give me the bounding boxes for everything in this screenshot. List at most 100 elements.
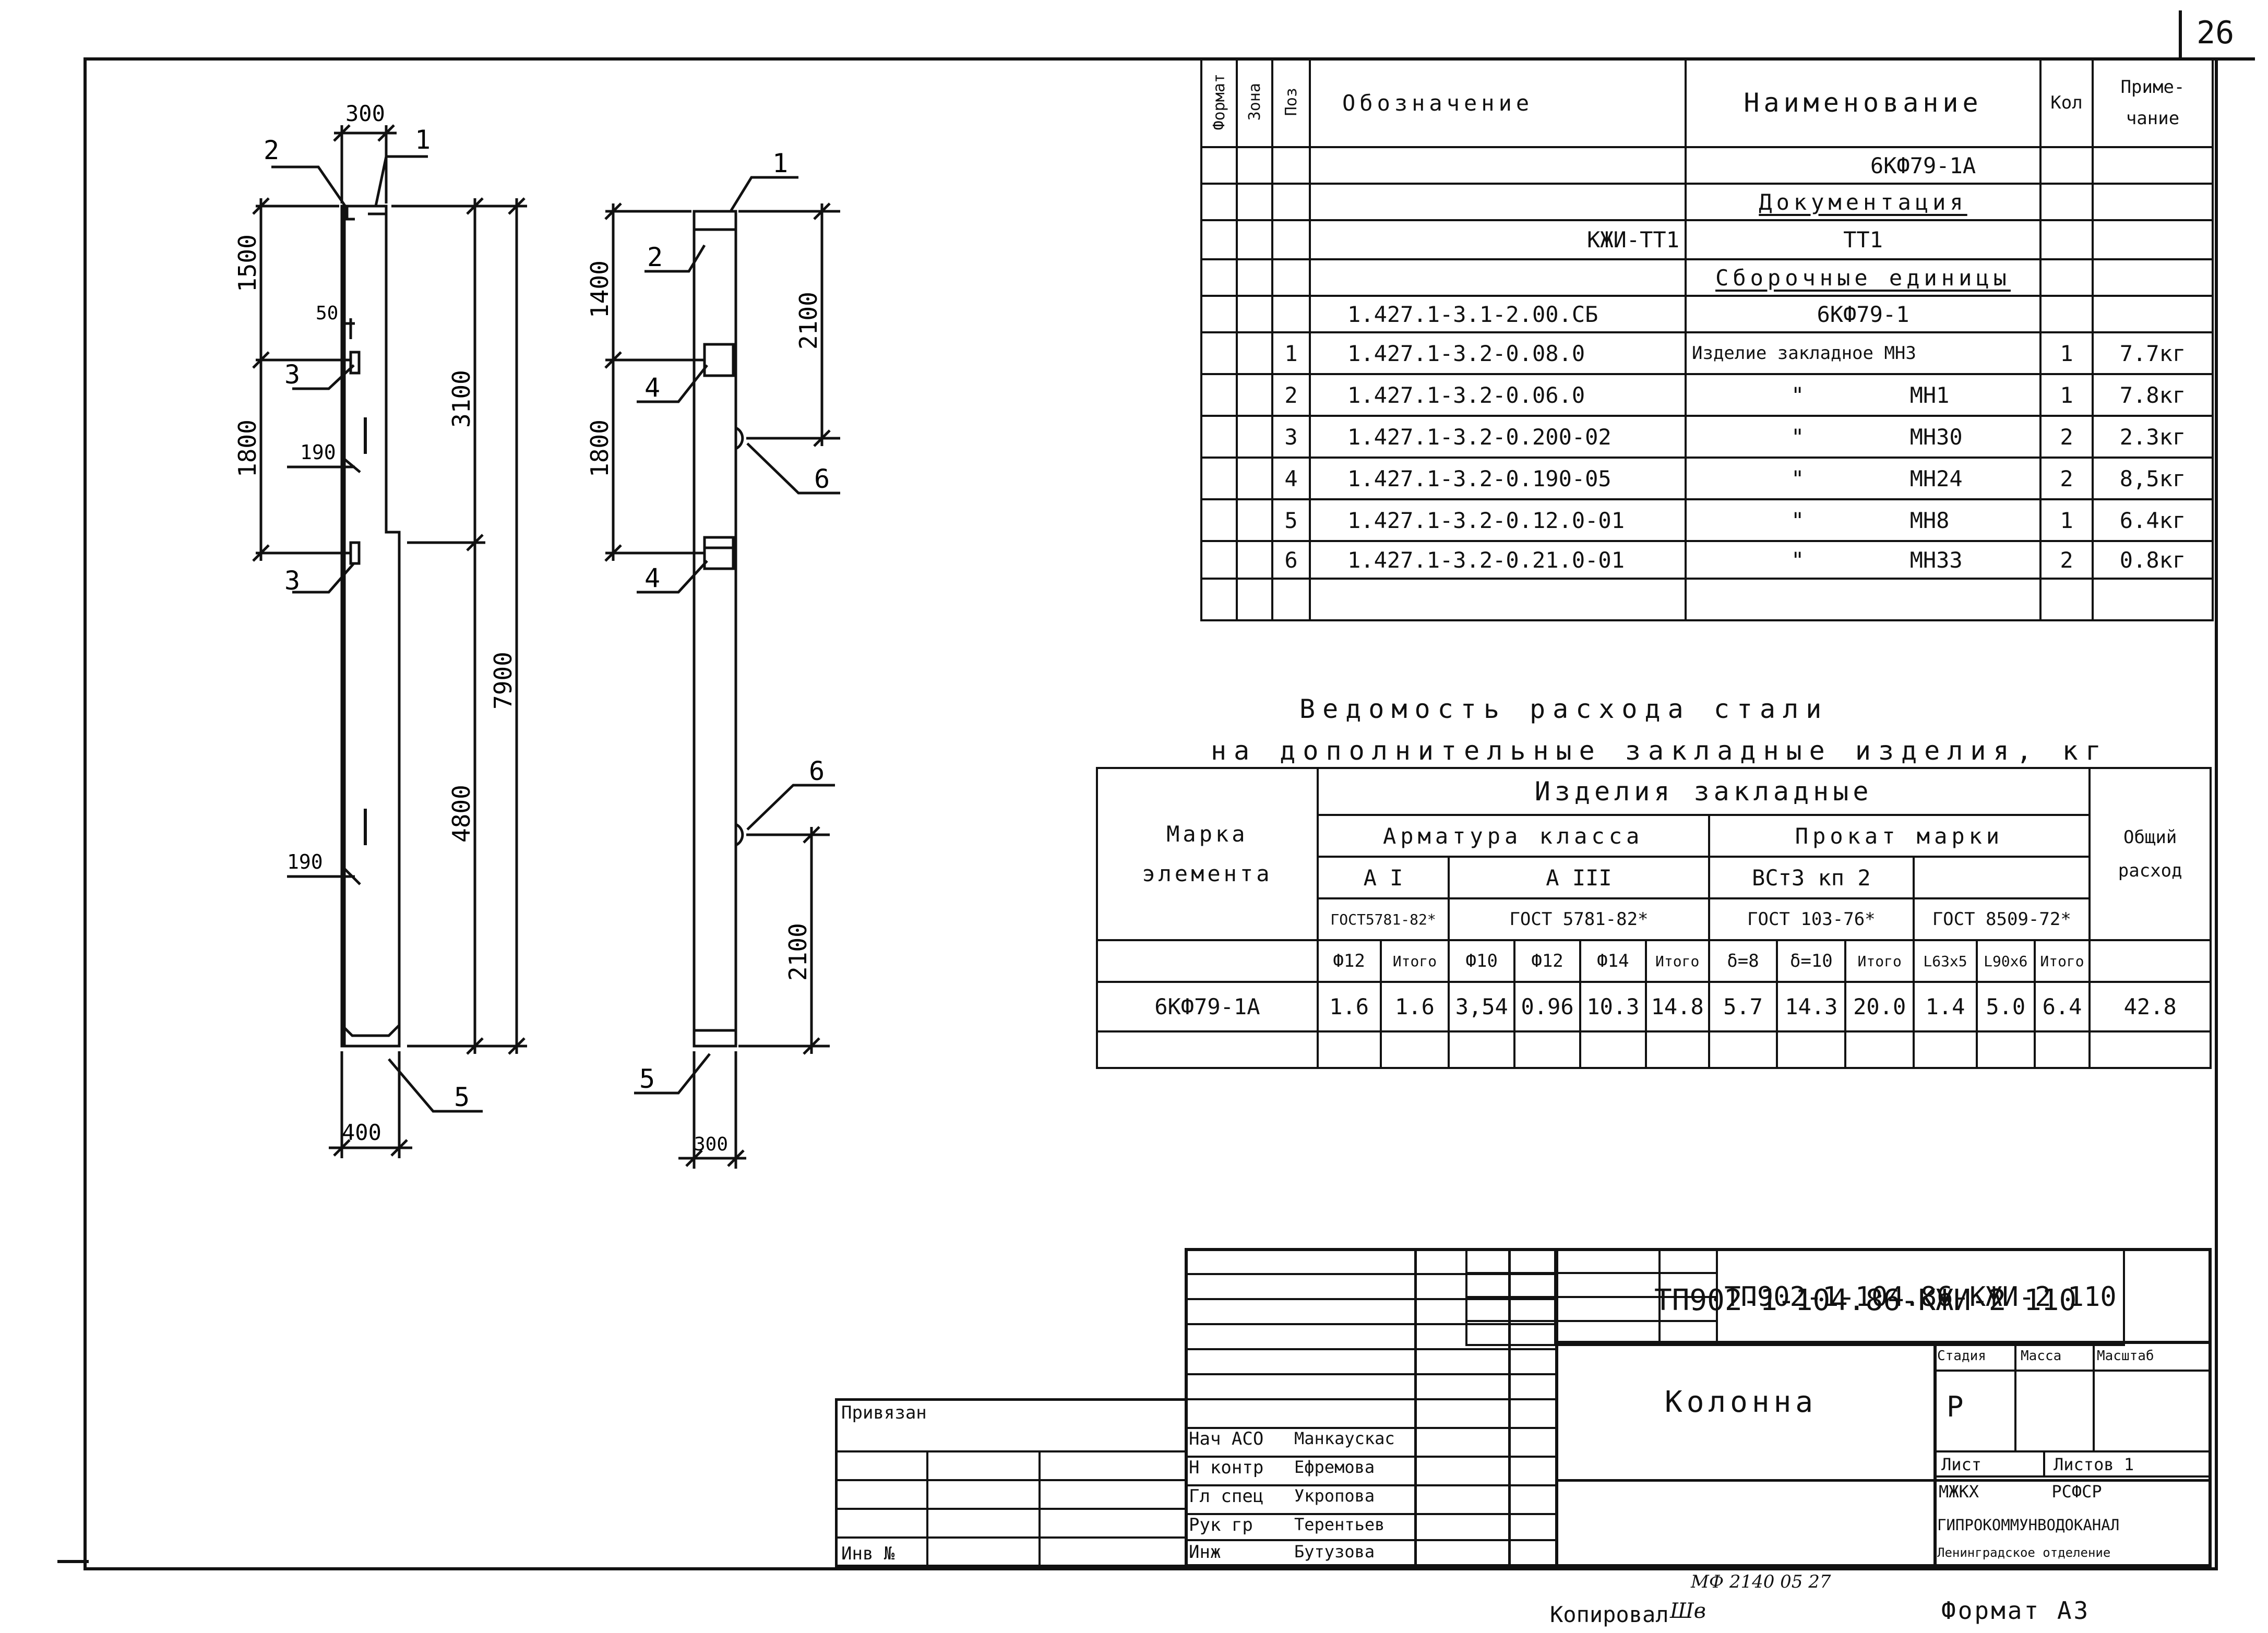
dim-1800-left: 1800 xyxy=(233,419,261,477)
spec-format-cell xyxy=(1200,331,1238,375)
spec-h-pos: Поз xyxy=(1282,87,1300,116)
spec-name-cell xyxy=(1685,578,2042,621)
dim-3100: 3100 xyxy=(447,370,475,428)
steel-col-header: L63х5 xyxy=(1913,939,1978,983)
steel-value-cell: 14.3 xyxy=(1776,981,1847,1032)
steel-col-header: δ=8 xyxy=(1708,939,1778,983)
spec-h-note: Приме- чание xyxy=(2092,57,2214,148)
right-label-6a: 6 xyxy=(814,464,830,494)
spec-h-zone: Зона xyxy=(1245,82,1264,121)
steel-h-vst: ВСт3 кп 2 xyxy=(1708,856,1915,899)
steel-col-header: Итого xyxy=(1844,939,1915,983)
spec-zone-cell xyxy=(1236,183,1273,221)
stamp-code: ТП902-1-104.86-КЖИ-2 110 xyxy=(1716,1248,2125,1346)
spec-format-cell xyxy=(1200,219,1238,260)
spec-format-cell xyxy=(1200,295,1238,333)
spec-pos-cell: 1 xyxy=(1271,331,1311,375)
stamp-person-name: Укропова xyxy=(1294,1486,1375,1506)
spec-note-cell xyxy=(2092,146,2214,185)
spec-pos-cell xyxy=(1271,295,1311,333)
steel-h-items: Изделия закладные xyxy=(1316,767,2091,816)
right-label-2: 2 xyxy=(647,242,663,272)
drawing-frame xyxy=(83,57,2218,1570)
stamp-stage-label: Стадия xyxy=(1937,1348,1986,1364)
spec-designation-cell: КЖИ-ТТ1 xyxy=(1309,219,1687,260)
spec-note-cell xyxy=(2092,258,2214,297)
spec-designation-cell: 1.427.1-3.2-0.12.0-01 xyxy=(1309,498,1687,542)
spec-designation-cell xyxy=(1309,146,1687,185)
right-label-6b: 6 xyxy=(809,756,825,786)
stamp-name: Колонна xyxy=(1665,1385,1818,1419)
spec-format-cell xyxy=(1200,183,1238,221)
stamp-sheets-label: Листов 1 xyxy=(2054,1455,2134,1474)
spec-name-cell: 6КФ79-1А xyxy=(1685,146,2042,185)
spec-name-cell: " МН33 xyxy=(1685,540,2042,580)
stamp-person-name: Манкаускас xyxy=(1294,1428,1395,1448)
steel-h-ai: А I xyxy=(1316,856,1450,899)
left-label-5: 5 xyxy=(454,1082,470,1112)
spec-pos-cell xyxy=(1271,258,1311,297)
stamp-person-name: Ефремова xyxy=(1294,1457,1375,1477)
steel-col-header: Итого xyxy=(1379,939,1450,983)
spec-pos-cell xyxy=(1271,146,1311,185)
sheet-number: 26 xyxy=(2197,15,2235,51)
spec-name-cell: Сборочные единицы xyxy=(1685,258,2042,297)
steel-value-cell: 10.3 xyxy=(1579,981,1647,1032)
right-label-5: 5 xyxy=(639,1064,655,1094)
spec-designation-cell xyxy=(1309,578,1687,621)
spec-note-cell: 7.7кг xyxy=(2092,331,2214,375)
spec-pos-cell xyxy=(1271,219,1311,260)
dim-2100-bottom: 2100 xyxy=(784,923,812,981)
steel-value-cell: 0.96 xyxy=(1513,981,1581,1032)
steel-value-cell: 14.8 xyxy=(1644,981,1710,1032)
steel-col-header: Ф12 xyxy=(1316,939,1382,983)
spec-pos-cell: 4 xyxy=(1271,457,1311,500)
steel-row-mark: 6КФ79-1А xyxy=(1096,981,1319,1032)
dim-190-b: 190 xyxy=(287,850,323,873)
stamp-org-2: ГИПРОКОММУНВОДОКАНАЛ xyxy=(1937,1516,2120,1534)
spec-zone-cell xyxy=(1236,219,1273,260)
steel-value-cell: 1.6 xyxy=(1316,981,1382,1032)
stamp-role: Гл спец xyxy=(1189,1486,1264,1507)
copy-code: МФ 2140 05 27 xyxy=(1691,1571,1831,1592)
spec-qty-cell: 2 xyxy=(2039,415,2094,459)
steel-title-1: Ведомость расхода стали xyxy=(1299,694,1829,724)
spec-format-cell xyxy=(1200,457,1238,500)
spec-format-cell xyxy=(1200,146,1238,185)
steel-col-header: Итого xyxy=(1644,939,1710,983)
spec-header-row: Формат Зона Поз Обозначение Наименование… xyxy=(1200,57,2214,148)
spec-qty-cell xyxy=(2039,219,2094,260)
format-label: Формат А3 xyxy=(1941,1596,2091,1625)
spec-designation-cell: 1.427.1-3.1-2.00.СБ xyxy=(1309,295,1687,333)
steel-total-cell: 42.8 xyxy=(2088,981,2212,1032)
spec-name-cell: Документация xyxy=(1685,183,2042,221)
spec-note-cell xyxy=(2092,183,2214,221)
stamp-scale-label: Масштаб xyxy=(2097,1348,2154,1364)
bound-label: Привязан xyxy=(841,1402,927,1423)
spec-qty-cell: 1 xyxy=(2039,331,2094,375)
dim-1400: 1400 xyxy=(586,260,614,318)
spec-format-cell xyxy=(1200,540,1238,580)
steel-empty-row xyxy=(1096,1030,2212,1069)
spec-zone-cell xyxy=(1236,498,1273,542)
right-label-4b: 4 xyxy=(644,563,660,593)
spec-name-cell: " МН30 xyxy=(1685,415,2042,459)
dim-7900: 7900 xyxy=(489,652,517,710)
bound-block xyxy=(835,1398,1188,1567)
right-column-outline xyxy=(693,210,737,1048)
left-column-outline xyxy=(340,205,401,1048)
spec-designation-cell: 1.427.1-3.2-0.08.0 xyxy=(1309,331,1687,375)
spec-designation-cell: 1.427.1-3.2-0.06.0 xyxy=(1309,373,1687,417)
spec-qty-cell: 1 xyxy=(2039,373,2094,417)
spec-qty-cell xyxy=(2039,146,2094,185)
stamp-main-border xyxy=(1185,1248,2212,1567)
spec-zone-cell xyxy=(1236,540,1273,580)
stamp-mass-label: Масса xyxy=(2021,1348,2062,1364)
frame-left-edge xyxy=(57,1560,89,1563)
dim-1500: 1500 xyxy=(233,234,261,292)
